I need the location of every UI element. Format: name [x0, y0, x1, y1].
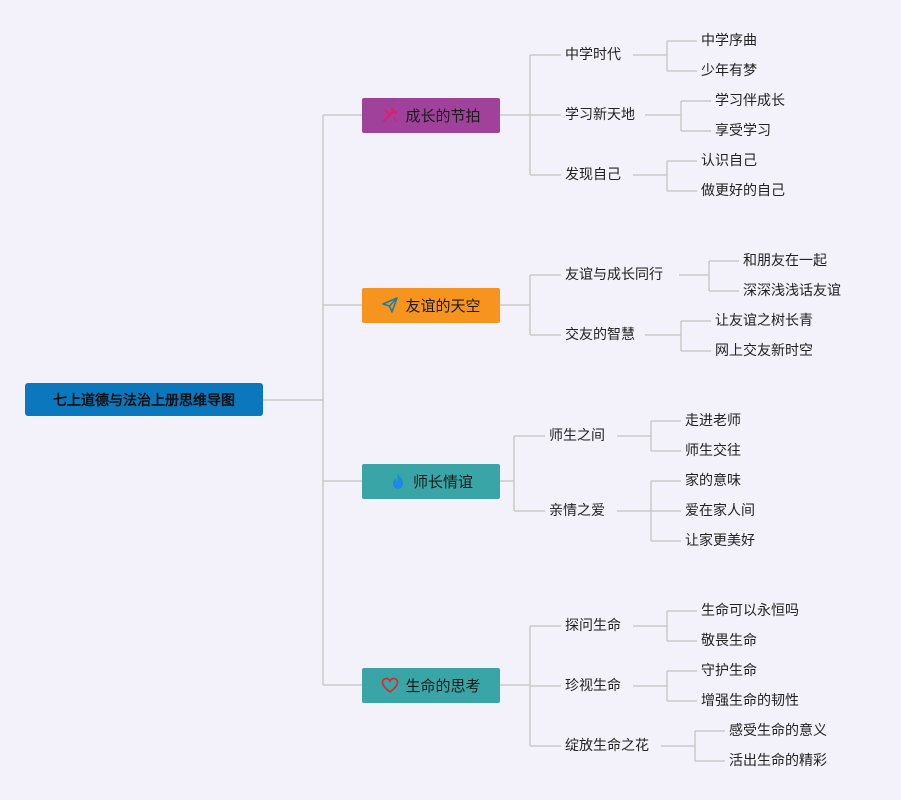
leaf-node[interactable]: 生命可以永恒吗: [697, 600, 803, 622]
leaf-node[interactable]: 深深浅浅话友谊: [739, 280, 845, 302]
leaf-node[interactable]: 学习伴成长: [711, 90, 789, 112]
branch-label: 成长的节拍: [405, 106, 481, 125]
branch-node[interactable]: 师长情谊: [362, 463, 500, 499]
topic-node[interactable]: 师生之间: [545, 425, 609, 447]
leaf-node[interactable]: 走进老师: [681, 410, 745, 432]
branch-label: 生命的思考: [405, 676, 481, 695]
leaf-node[interactable]: 做更好的自己: [697, 180, 789, 202]
topic-node[interactable]: 友谊与成长同行: [561, 264, 667, 286]
leaf-node[interactable]: 享受学习: [711, 120, 775, 142]
branch-node[interactable]: 生命的思考: [362, 667, 500, 703]
leaf-node[interactable]: 守护生命: [697, 660, 761, 682]
topic-node[interactable]: 珍视生命: [561, 675, 625, 697]
branch-label: 师长情谊: [412, 472, 473, 491]
leaf-node[interactable]: 少年有梦: [697, 60, 761, 82]
tools-icon: [381, 106, 399, 124]
leaf-node[interactable]: 感受生命的意义: [725, 720, 831, 742]
root-label: 七上道德与法治上册思维导图: [53, 392, 235, 409]
leaf-node[interactable]: 活出生命的精彩: [725, 750, 831, 772]
topic-node[interactable]: 绽放生命之花: [561, 735, 653, 757]
leaf-node[interactable]: 认识自己: [697, 150, 761, 172]
leaf-node[interactable]: 让友谊之树长青: [711, 310, 817, 332]
heart-icon: [381, 676, 399, 694]
branch-label: 友谊的天空: [405, 296, 481, 315]
paper-plane-icon: [381, 296, 399, 314]
branch-node[interactable]: 成长的节拍: [362, 97, 500, 133]
topic-node[interactable]: 探问生命: [561, 615, 625, 637]
branch-node[interactable]: 友谊的天空: [362, 287, 500, 323]
leaf-node[interactable]: 师生交往: [681, 440, 745, 462]
leaf-node[interactable]: 和朋友在一起: [739, 250, 831, 272]
topic-node[interactable]: 交友的智慧: [561, 324, 639, 346]
topic-node[interactable]: 发现自己: [561, 164, 625, 186]
topic-node[interactable]: 中学时代: [561, 44, 625, 66]
leaf-node[interactable]: 家的意味: [681, 470, 745, 492]
leaf-node[interactable]: 让家更美好: [681, 530, 759, 552]
leaf-node[interactable]: 网上交友新时空: [711, 340, 817, 362]
topic-node[interactable]: 学习新天地: [561, 104, 639, 126]
root-node[interactable]: 七上道德与法治上册思维导图: [25, 383, 263, 416]
leaf-node[interactable]: 敬畏生命: [697, 630, 761, 652]
topic-node[interactable]: 亲情之爱: [545, 500, 609, 522]
leaf-node[interactable]: 中学序曲: [697, 30, 761, 52]
flame-icon: [389, 472, 407, 490]
leaf-node[interactable]: 爱在家人间: [681, 500, 759, 522]
leaf-node[interactable]: 增强生命的韧性: [697, 690, 803, 712]
